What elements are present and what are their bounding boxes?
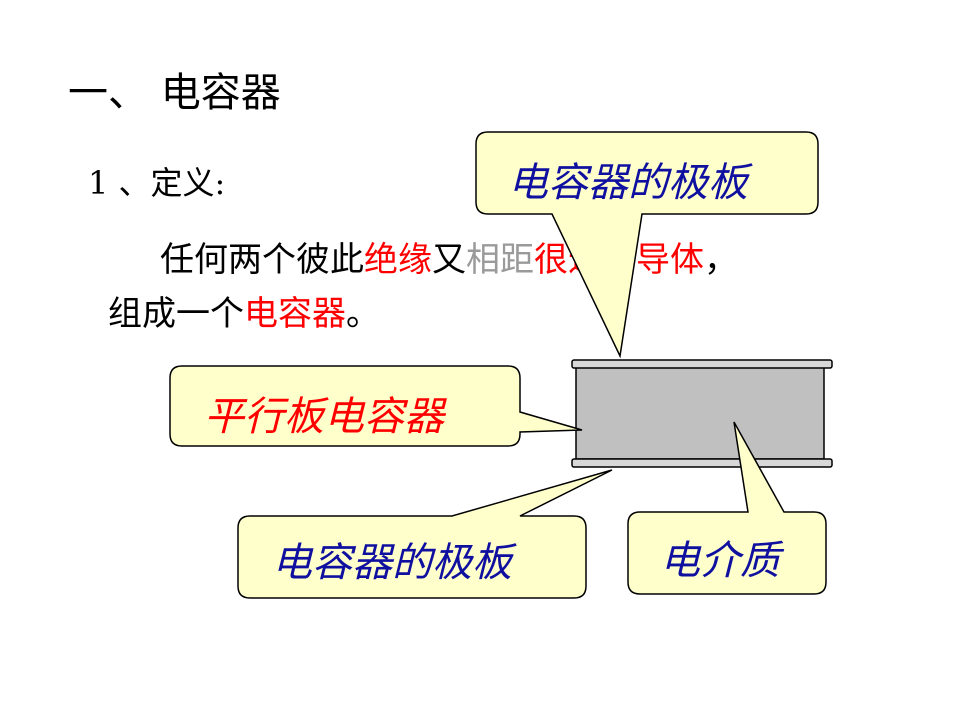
page-title: 一、 电容器: [68, 70, 281, 116]
def-seg-distance: 相距: [466, 240, 534, 280]
label-top-plate: 电容器的极板: [508, 160, 748, 206]
def-seg-capacitor: 电容器: [244, 294, 346, 334]
label-bottom-plate: 电容器的极板: [272, 540, 512, 586]
callout-parallel: [169, 365, 583, 447]
dielectric-block: [575, 366, 825, 460]
top-plate: [571, 359, 833, 369]
bottom-plate: [571, 458, 833, 468]
def-seg: 。: [346, 294, 380, 334]
def-seg-insulated: 绝缘: [364, 240, 432, 280]
def-seg: 组成一个: [108, 294, 244, 334]
def-seg-conductor: 导体: [636, 240, 704, 280]
section-subtitle: 1 、定义:: [88, 164, 226, 202]
callout-bottom-plate: [237, 469, 613, 599]
label-dielectric: 电介质: [660, 538, 780, 584]
callout-top-plate: [475, 131, 819, 359]
def-seg: 任何两个彼此: [160, 240, 364, 280]
def-seg: 又: [432, 240, 466, 280]
def-seg: ，: [704, 240, 738, 280]
definition-line-2: 组成一个电容器。: [108, 294, 380, 334]
label-parallel-plate-capacitor: 平行板电容器: [204, 394, 444, 440]
callout-dielectric: [627, 421, 827, 595]
